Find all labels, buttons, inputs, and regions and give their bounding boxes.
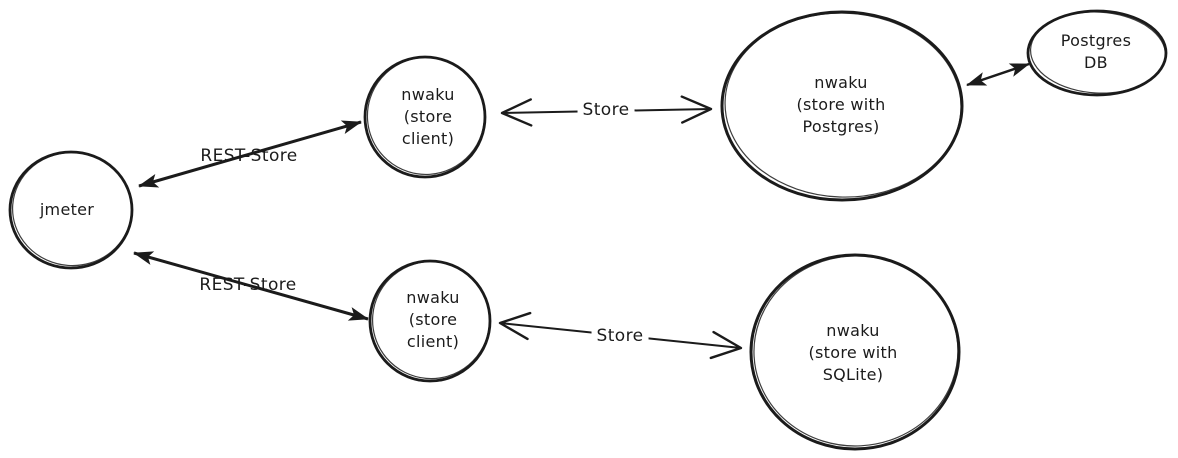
- edge-label-rest-store-top: REST-Store: [200, 146, 298, 166]
- node-label-store-postgres: nwaku (store with Postgres): [796, 72, 886, 137]
- node-label-postgres-db: Postgres DB: [1060, 30, 1132, 72]
- edge-label-store-bottom: Store: [591, 326, 649, 346]
- node-jmeter-shape: [8, 150, 134, 270]
- node-label-jmeter: jmeter: [39, 199, 95, 219]
- edge-rest-store-bottom-arrow: [133, 251, 369, 321]
- edge-postgres-db-arrow: [966, 62, 1030, 87]
- node-store-sqlite-shape: [749, 253, 961, 451]
- node-store-postgres-shape: [720, 10, 964, 202]
- node-label-store-client-top: nwaku (store client): [401, 84, 455, 149]
- node-store-client-top-shape: [363, 55, 487, 179]
- node-store-client-bottom-shape: [368, 259, 492, 383]
- node-label-store-client-bottom: nwaku (store client): [406, 287, 460, 352]
- node-label-store-sqlite: nwaku (store with SQLite): [808, 320, 898, 385]
- node-postgres-db-shape: [1026, 9, 1168, 97]
- edge-label-store-top: Store: [577, 100, 635, 120]
- edge-label-rest-store-bottom: REST-Store: [199, 275, 297, 295]
- edge-rest-store-top-arrow: [138, 120, 362, 188]
